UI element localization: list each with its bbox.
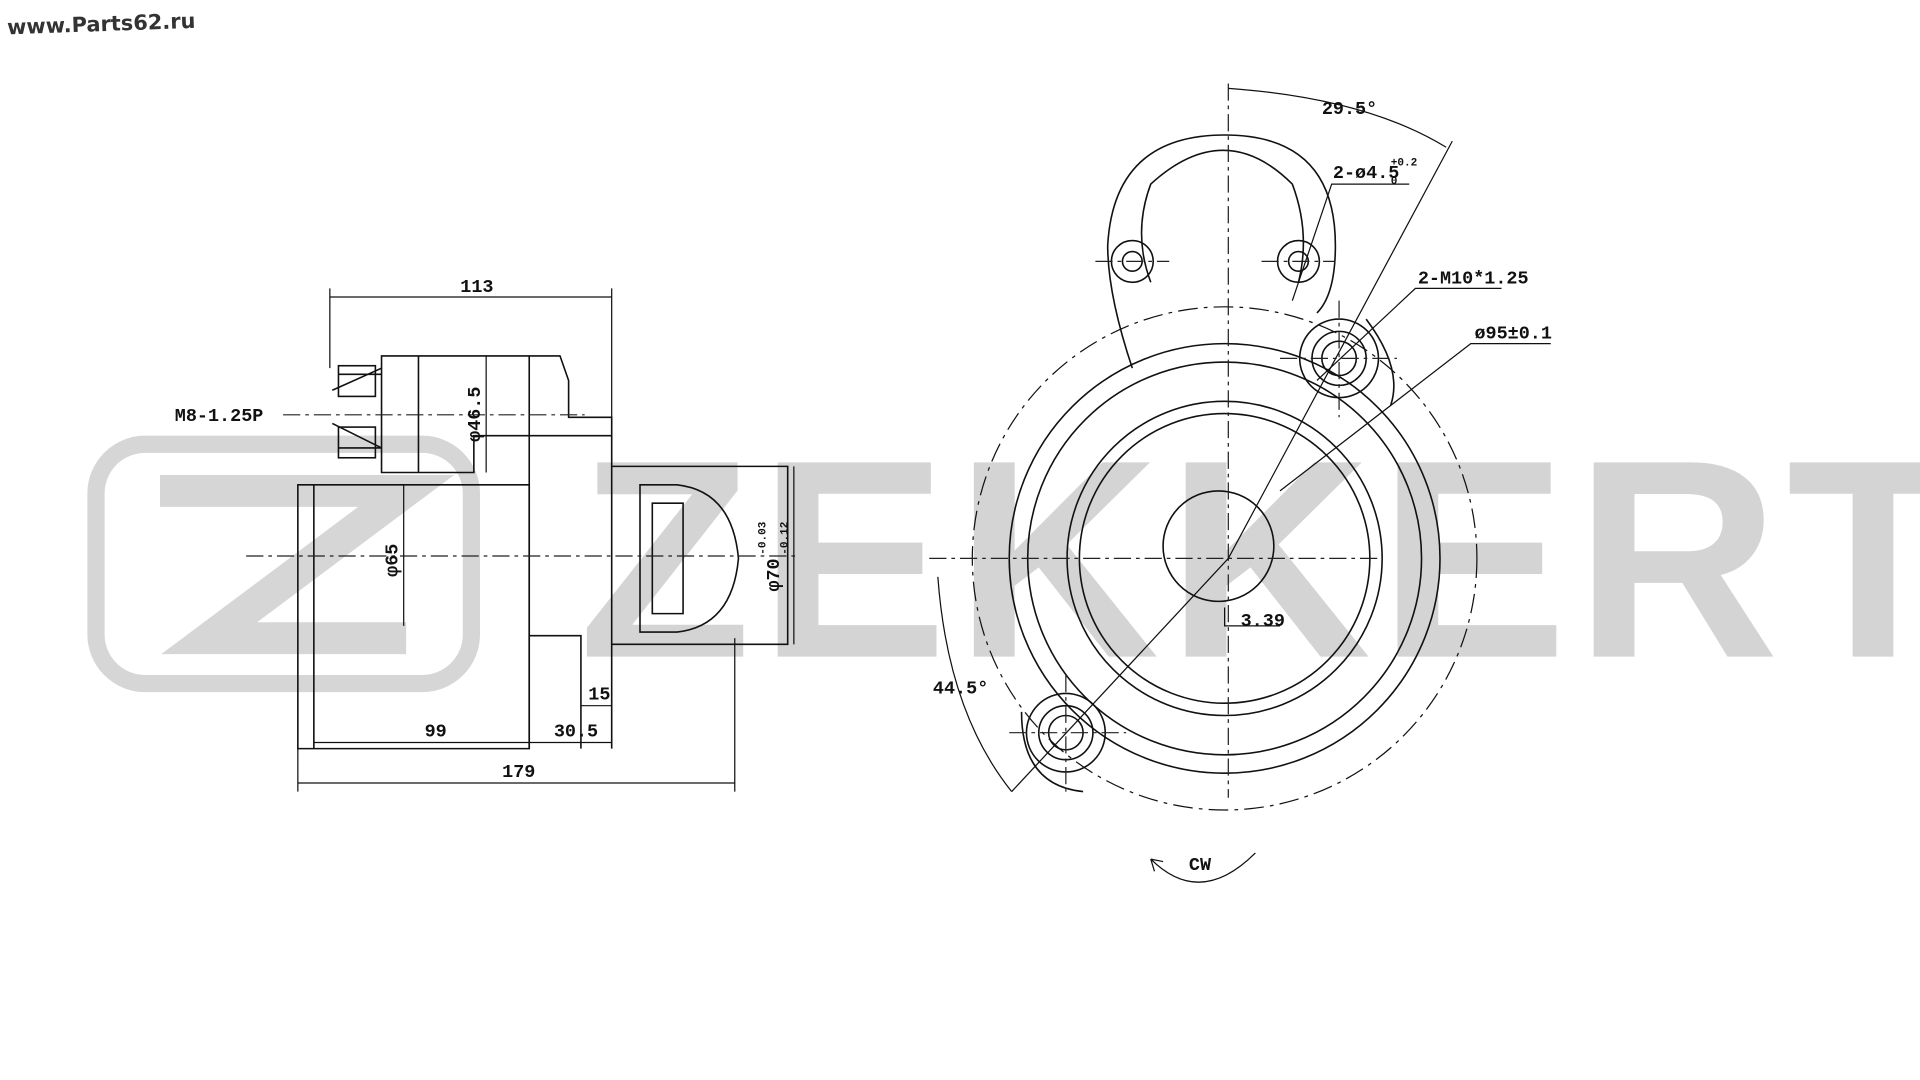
dim-pilot-dia: φ70 [764, 558, 785, 591]
dim-holes-tol-upper: +0.2 [1391, 158, 1418, 170]
front-view: 29.5° 2-ø4.5 +0.2 0 2-M10*1.25 ø95±0.1 3… [929, 83, 1552, 883]
dim-30-5: 30.5 [554, 721, 598, 742]
dim-179: 179 [502, 762, 535, 783]
dim-thread-holes: 2-M10*1.25 [1418, 269, 1529, 290]
dim-99: 99 [425, 721, 447, 742]
dim-solenoid-dia: φ46.5 [465, 387, 486, 442]
site-url-watermark: www.Parts62.ru [7, 9, 196, 40]
dim-offset: 3.39 [1241, 611, 1285, 632]
rotation-direction: CW [1189, 855, 1212, 876]
dim-113: 113 [460, 277, 493, 298]
dim-thread: M8-1.25P [175, 406, 264, 427]
dim-holes-tol-lower: 0 [1391, 176, 1398, 188]
dim-angle-top: 29.5° [1322, 99, 1377, 120]
dim-pilot-tol-upper: -0.03 [758, 521, 770, 554]
dim-motor-dia: φ65 [383, 544, 404, 577]
side-view: 113 M8-1.25P φ46.5 φ65 φ70 -0.03 -0.12 1… [175, 277, 800, 792]
dim-bolt-circle: ø95±0.1 [1474, 324, 1552, 345]
dim-angle-bottom: 44.5° [933, 678, 988, 699]
dim-holes: 2-ø4.5 [1333, 163, 1399, 184]
dim-15: 15 [588, 685, 610, 706]
dim-pilot-tol-lower: -0.12 [780, 522, 792, 555]
